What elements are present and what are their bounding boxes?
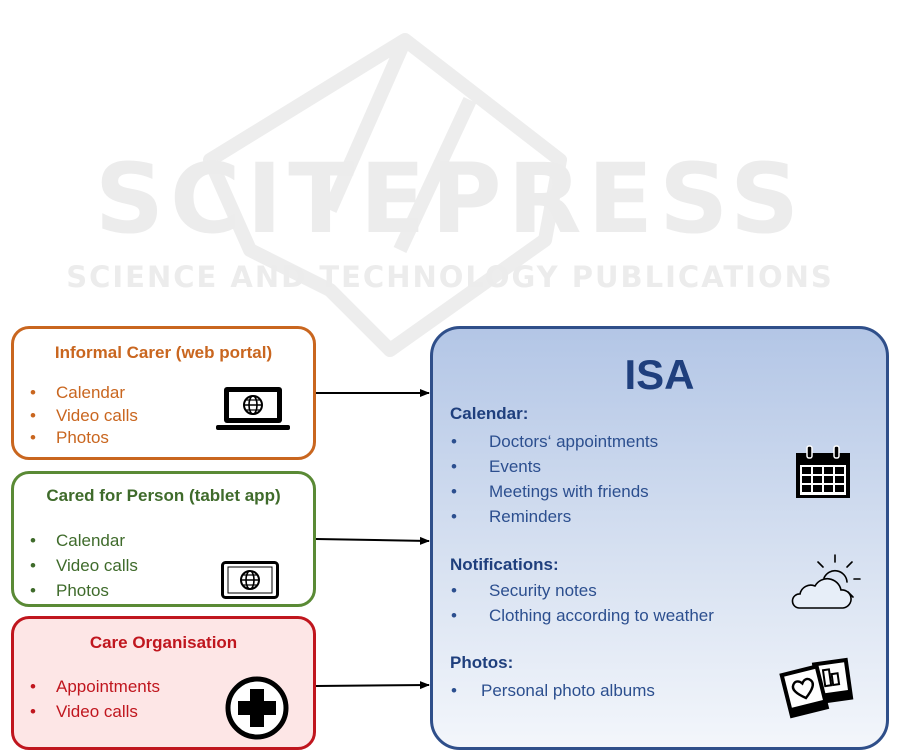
isa-box: ISA Calendar: Doctors‘ appointments Even… — [430, 326, 889, 750]
watermark-book-shape — [203, 33, 567, 357]
informal-carer-title: Informal Carer (web portal) — [54, 343, 273, 362]
informal-carer-list: Calendar Video calls Photos — [26, 382, 138, 450]
photo-album-icon — [779, 657, 854, 719]
informal-carer-box: Informal Carer (web portal) Calendar Vid… — [11, 326, 316, 460]
list-item: Events — [451, 454, 658, 479]
photos-heading: Photos: — [450, 653, 514, 672]
notifications-heading: Notifications: — [450, 555, 559, 574]
calendar-heading: Calendar: — [450, 404, 529, 423]
list-item: Calendar — [26, 528, 138, 553]
list-item: Meetings with friends — [451, 479, 658, 504]
list-item: Clothing according to weather — [451, 603, 714, 628]
arrow-cared-to-isa — [315, 536, 430, 545]
calendar-icon — [796, 445, 850, 498]
list-item: Reminders — [451, 504, 658, 529]
list-item: Appointments — [26, 674, 160, 699]
weather-icon — [791, 554, 861, 609]
care-organisation-list: Appointments Video calls — [26, 674, 160, 724]
list-item: Video calls — [26, 405, 138, 428]
tablet-globe-icon — [221, 561, 279, 599]
notifications-list: Security notes Clothing according to wea… — [451, 578, 714, 628]
watermark-sub-text: SCIENCE AND TECHNOLOGY PUBLICATIONS — [66, 260, 834, 294]
cared-person-box: Cared for Person (tablet app) Calendar V… — [11, 471, 316, 607]
laptop-globe-icon — [216, 387, 290, 430]
list-item: Photos — [26, 578, 138, 603]
cared-person-list: Calendar Video calls Photos — [26, 528, 138, 603]
list-item: Photos — [26, 427, 138, 450]
list-item: Video calls — [26, 553, 138, 578]
medical-cross-icon — [225, 676, 289, 740]
list-item: Personal photo albums — [451, 678, 655, 703]
care-organisation-box: Care Organisation Appointments Video cal… — [11, 616, 316, 750]
list-item: Security notes — [451, 578, 714, 603]
isa-title: ISA — [624, 351, 695, 398]
list-item: Calendar — [26, 382, 138, 405]
photos-list: Personal photo albums — [451, 678, 655, 703]
list-item: Video calls — [26, 699, 160, 724]
watermark-main-text: SCITEPRESS — [95, 143, 805, 255]
care-organisation-title: Care Organisation — [89, 633, 238, 652]
cared-person-title: Cared for Person (tablet app) — [46, 486, 281, 505]
calendar-list: Doctors‘ appointments Events Meetings wi… — [451, 429, 658, 529]
list-item: Doctors‘ appointments — [451, 429, 658, 454]
arrow-care-org-to-isa — [315, 681, 430, 690]
